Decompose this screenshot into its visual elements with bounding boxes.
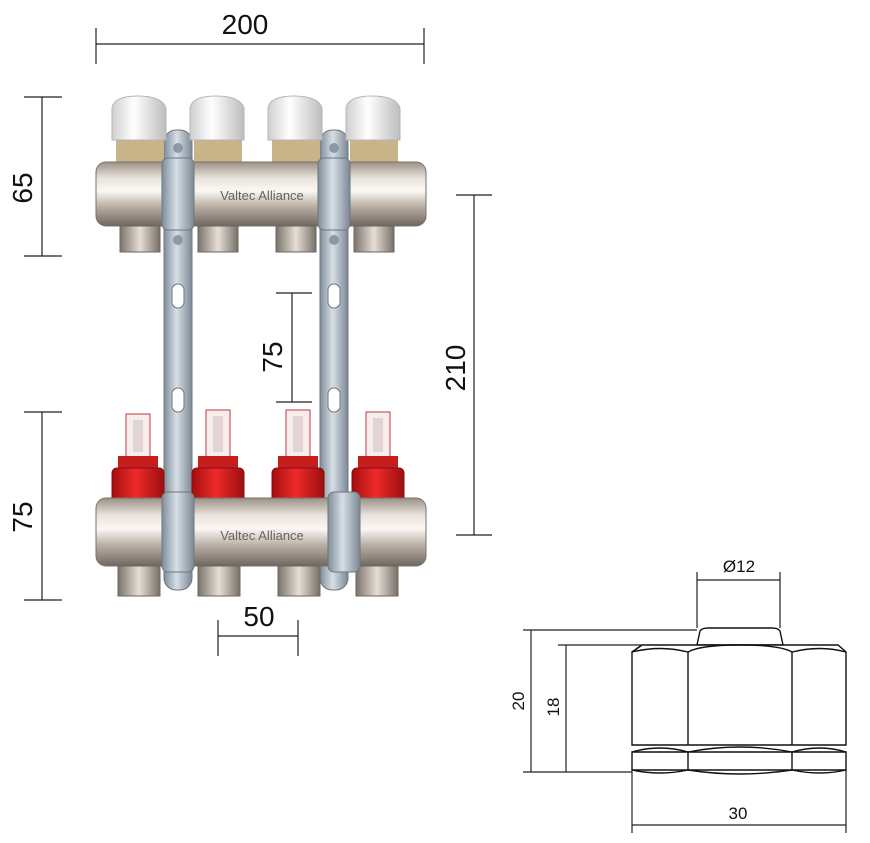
flowmeter-2 [191, 409, 245, 503]
valve-cap-2 [189, 95, 245, 164]
dim-bottom-height: 75 [7, 411, 62, 601]
valve-cap-1 [111, 95, 167, 164]
dim-fitting-width-label: 30 [729, 804, 748, 823]
top-outlet-1 [119, 225, 161, 253]
dim-fitting-height-total-label: 20 [509, 692, 528, 711]
dim-fitting-height-nut: 18 [544, 644, 642, 772]
flowmeter-4 [351, 411, 405, 503]
dim-fitting-height-nut-label: 18 [544, 698, 563, 717]
top-outlet-2 [197, 225, 239, 253]
top-manifold-brand: Valtec Alliance [220, 188, 304, 203]
bottom-manifold-brand: Valtec Alliance [220, 528, 304, 543]
flowmeter-3 [271, 409, 325, 503]
flowmeter-1 [111, 413, 165, 503]
mounting-bracket-left [163, 129, 193, 591]
dim-spacing: 75 [257, 292, 312, 403]
dim-top-height-label: 65 [7, 172, 38, 203]
bottom-outlet-2 [197, 565, 241, 597]
valve-cap-4 [345, 95, 401, 164]
dim-fitting-height-total: 20 [509, 629, 697, 773]
dim-overall-height: 210 [440, 194, 492, 536]
top-outlet-3 [275, 225, 317, 253]
top-manifold: Valtec Alliance [95, 95, 427, 253]
fitting-drawing [631, 627, 847, 775]
dim-fitting-width: 30 [631, 770, 847, 833]
dim-outlet-pitch-label: 50 [243, 601, 274, 632]
valve-cap-3 [267, 95, 323, 164]
dim-total-width-label: 200 [222, 9, 269, 40]
mounting-bracket-right [319, 129, 349, 591]
bottom-outlet-3 [277, 565, 321, 597]
dim-top-height: 65 [7, 96, 62, 257]
bottom-outlet-4 [355, 565, 399, 597]
dim-total-width: 200 [95, 9, 425, 64]
bottom-outlet-1 [117, 565, 161, 597]
dim-spacing-label: 75 [257, 341, 288, 372]
dim-overall-height-label: 210 [440, 345, 471, 392]
dim-fitting-diameter-label: Ø12 [723, 557, 755, 576]
bottom-manifold: Valtec Alliance [95, 409, 427, 597]
dim-bottom-height-label: 75 [7, 501, 38, 532]
dim-fitting-diameter: Ø12 [696, 557, 781, 628]
top-outlet-4 [353, 225, 395, 253]
dim-outlet-pitch: 50 [217, 601, 299, 656]
